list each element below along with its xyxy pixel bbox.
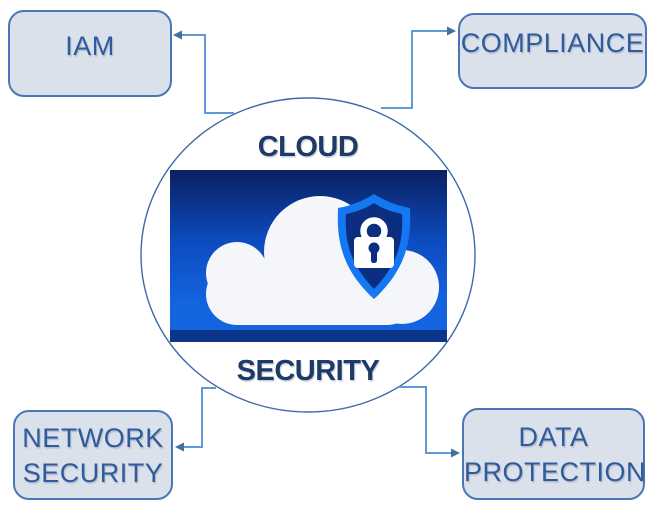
cloud-security-image — [170, 170, 447, 342]
node-data-protection-label-line1: DATA — [518, 422, 589, 452]
node-compliance-label: COMPLIANCE — [460, 28, 645, 58]
node-iam: IAM — [8, 10, 172, 97]
connector-compliance — [381, 26, 456, 109]
connector-data-protection — [398, 386, 460, 458]
cloud-security-shield-lock-icon — [170, 170, 447, 342]
arrowhead-data-protection — [451, 448, 460, 458]
node-compliance: COMPLIANCE — [458, 13, 647, 89]
node-iam-label: IAM — [65, 31, 115, 61]
node-network-security: NETWORK SECURITY — [13, 410, 173, 500]
icon-background-bottom — [170, 330, 447, 342]
node-data-protection: DATA PROTECTION — [462, 408, 647, 500]
connector-iam — [173, 30, 234, 114]
node-network-security-label-line1: NETWORK — [22, 423, 164, 453]
center-title-top: CLOUD — [257, 131, 359, 163]
keyhole — [368, 242, 380, 254]
arrowhead-network-security — [175, 442, 184, 452]
arrowhead-compliance — [447, 26, 456, 36]
arrowhead-iam — [173, 30, 182, 40]
node-network-security-label-line2: SECURITY — [22, 458, 164, 488]
keyhole-stem — [371, 250, 377, 263]
shield-lock-icon — [337, 194, 411, 299]
connector-network-security — [175, 387, 216, 452]
center-title-bottom: SECURITY — [236, 355, 380, 387]
node-data-protection-label-line2: PROTECTION — [464, 457, 647, 487]
